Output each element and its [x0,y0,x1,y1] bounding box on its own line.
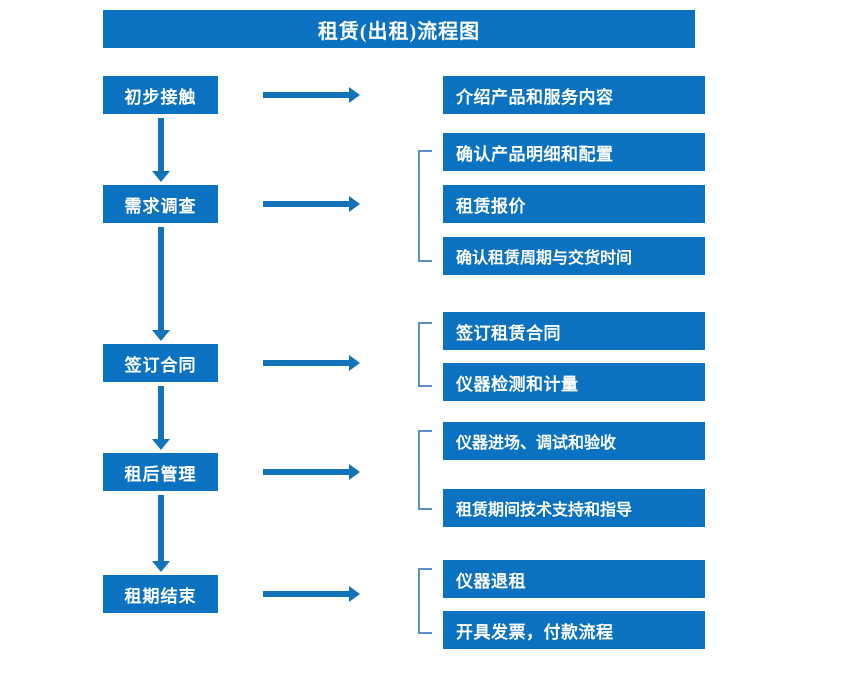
detail-box-yi-qi-jin-chang-tiao-shi[interactable]: 仪器进场、调试和验收 [443,422,705,460]
group-bracket-xu-qiu-diao-cha [418,150,432,262]
flow-arrow-down-1 [152,118,170,182]
flow-arrow-right-5 [263,586,360,602]
flow-arrow-right-1 [263,87,360,103]
detail-box-zu-lin-qi-jian-ji-shu-zhi-chi[interactable]: 租赁期间技术支持和指导 [443,489,705,527]
stage-box-zu-hou-guan-li[interactable]: 租后管理 [103,453,218,491]
detail-box-qian-ding-zu-lin-he-tong[interactable]: 签订租赁合同 [443,312,705,350]
flow-arrow-down-4 [152,495,170,572]
flow-arrow-right-4 [263,464,360,480]
detail-box-que-ren-chan-pin-ming-xi[interactable]: 确认产品明细和配置 [443,133,705,171]
flow-arrow-down-2 [152,227,170,341]
page-title: 租赁(出租)流程图 [103,10,695,48]
group-bracket-zu-qi-jie-shu [418,568,432,634]
group-bracket-zu-hou-guan-li [418,430,432,510]
flow-arrow-down-3 [152,386,170,450]
detail-box-yi-qi-tui-zu[interactable]: 仪器退租 [443,560,705,598]
detail-box-yi-qi-jian-ce-he-ji-liang[interactable]: 仪器检测和计量 [443,363,705,401]
detail-box-zu-lin-bao-jia[interactable]: 租赁报价 [443,185,705,223]
stage-box-qian-ding-he-tong[interactable]: 签订合同 [103,344,218,382]
stage-box-chu-bu-jie-chu[interactable]: 初步接触 [103,76,218,114]
detail-box-jie-shao-chan-pin[interactable]: 介绍产品和服务内容 [443,76,705,114]
group-bracket-qian-ding-he-tong [418,322,432,387]
stage-box-xu-qiu-diao-cha[interactable]: 需求调查 [103,185,218,223]
flow-arrow-right-2 [263,196,360,212]
detail-box-kai-ju-fa-piao[interactable]: 开具发票，付款流程 [443,611,705,649]
flow-arrow-right-3 [263,355,360,371]
detail-box-que-ren-zu-lin-zhou-qi[interactable]: 确认租赁周期与交货时间 [443,237,705,275]
stage-box-zu-qi-jie-shu[interactable]: 租期结束 [103,575,218,613]
